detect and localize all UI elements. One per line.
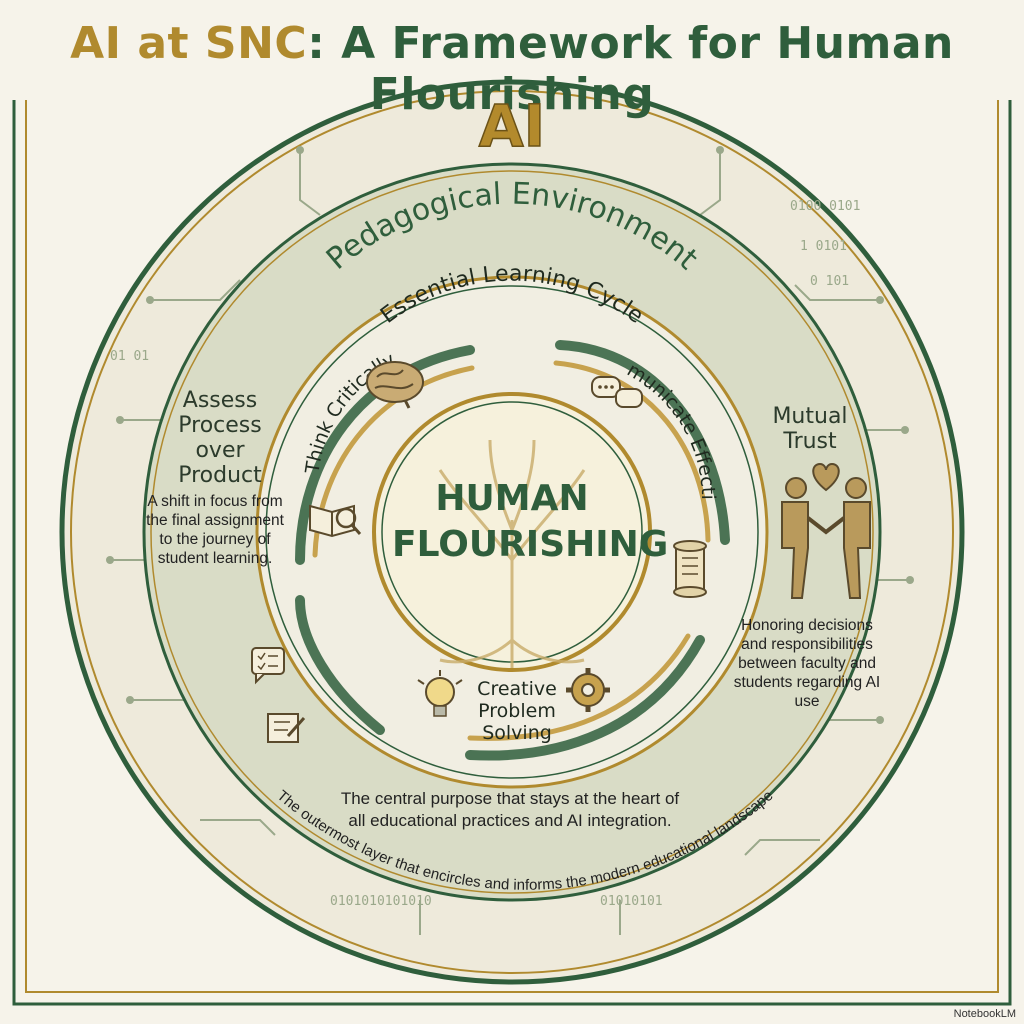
page-title: AI at SNC: A Framework for Human Flouris… — [0, 18, 1024, 120]
brain-icon — [366, 361, 424, 409]
checklist-icon — [251, 647, 285, 685]
human-flourishing-label: HUMAN FLOURISHING — [392, 476, 669, 568]
center-label-line2: FLOURISHING — [392, 524, 669, 565]
mutual-trust-title: Mutual Trust — [772, 404, 848, 454]
gear-icon — [566, 668, 610, 712]
mutual-trust-description: Honoring decisions and responsibilities … — [733, 617, 881, 710]
title-part2: : A Framework for Human Flourishing — [307, 18, 954, 120]
lightbulb-icon — [417, 670, 463, 717]
book-magnifier-icon — [309, 504, 362, 538]
center-label-line1: HUMAN — [435, 478, 589, 519]
svg-text:1 0101: 1 0101 — [800, 239, 847, 254]
cycle-item-creative-problem-solving: Creative Problem Solving — [477, 678, 557, 744]
svg-text:0101010101010: 0101010101010 — [330, 894, 432, 909]
title-part1: AI at SNC — [70, 18, 308, 69]
svg-text:01 01: 01 01 — [110, 349, 149, 364]
scroll-icon — [673, 540, 707, 598]
speech-bubbles-icon — [591, 376, 643, 408]
svg-text:0 101: 0 101 — [810, 274, 849, 289]
edit-note-icon — [267, 713, 306, 743]
svg-text:0100 0101: 0100 0101 — [790, 199, 860, 214]
assess-process-description: A shift in focus from the final assignme… — [146, 493, 284, 567]
watermark: NotebookLM — [953, 1008, 1016, 1020]
heart-icon — [812, 462, 840, 492]
handshake-icon — [781, 477, 871, 599]
center-purpose-description: The central purpose that stays at the he… — [340, 789, 680, 830]
svg-text:01010101: 01010101 — [600, 894, 663, 909]
tree-icon — [438, 439, 586, 668]
assess-process-title: Assess Process over Product — [178, 388, 262, 488]
ai-layer-label: AI — [478, 91, 546, 161]
